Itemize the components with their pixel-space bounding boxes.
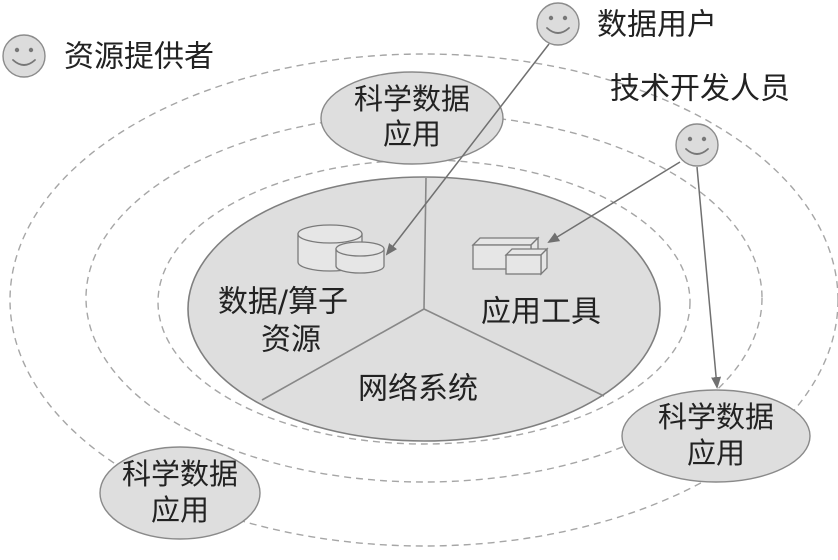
data-resources-line1: 数据/算子 [218, 285, 348, 320]
developer-label: 技术开发人员 [610, 72, 790, 107]
cylinder-back-top [297, 224, 363, 244]
data-user-eye-right [562, 15, 568, 21]
provider-smiley-icon [2, 34, 46, 78]
middle-orbit-ring [85, 113, 763, 483]
arrow-developer-to-app [696, 166, 722, 389]
provider-eye-right [28, 47, 34, 53]
app-bubble-right-line1: 科学数据 [658, 400, 774, 434]
developer-smiley-icon [675, 123, 719, 167]
app-tools-label: 应用工具 [481, 295, 601, 330]
app-bubble-top-line1: 科学数据 [354, 82, 470, 116]
core-platform: 数据/算子 资源 应用工具 网络系统 [187, 176, 661, 442]
developer-smile [685, 148, 709, 155]
app-bubble-right-shape [621, 389, 811, 483]
app-bubble-left-shape [99, 446, 261, 540]
developer-actor: 技术开发人员 [610, 72, 790, 167]
app-bubble-left: 科学数据 应用 [99, 446, 261, 540]
app-bubble-top-shape [320, 71, 504, 165]
box-small-top [504, 248, 549, 256]
app-bubble-right-line2: 应用 [687, 436, 745, 470]
core-divider-left [261, 308, 425, 401]
app-bubble-left-line1: 科学数据 [122, 457, 238, 491]
app-bubble-left-line2: 应用 [151, 493, 209, 527]
data-user-eye-left [548, 15, 554, 21]
tools-box-icon [471, 236, 549, 276]
core-divider-top [423, 177, 427, 310]
core-divider-right [423, 308, 605, 397]
app-bubble-top: 科学数据 应用 [320, 71, 504, 165]
cylinder-front-top [335, 241, 385, 257]
provider-smile [12, 59, 36, 66]
developer-eye-left [687, 136, 693, 142]
arrow-developer-to-tools [547, 161, 681, 244]
network-label: 网络系统 [358, 372, 478, 407]
provider-label: 资源提供者 [64, 40, 214, 75]
box-small-front [505, 254, 542, 275]
app-bubble-right: 科学数据 应用 [621, 389, 811, 483]
provider-legend: 资源提供者 [2, 34, 214, 78]
app-bubble-top-line2: 应用 [383, 117, 441, 151]
box-large-top [471, 237, 540, 246]
developer-eye-right [701, 136, 707, 142]
data-user-smiley-icon [536, 2, 580, 46]
data-user-label: 数据用户 [597, 8, 717, 43]
data-user-actor: 数据用户 [536, 2, 717, 46]
inner-orbit-ring [157, 159, 691, 445]
database-icon [297, 224, 385, 274]
provider-eye-left [14, 47, 20, 53]
data-user-smile [546, 27, 570, 34]
arrow-user-to-data [385, 43, 550, 256]
data-resources-line2: 资源 [261, 323, 321, 358]
